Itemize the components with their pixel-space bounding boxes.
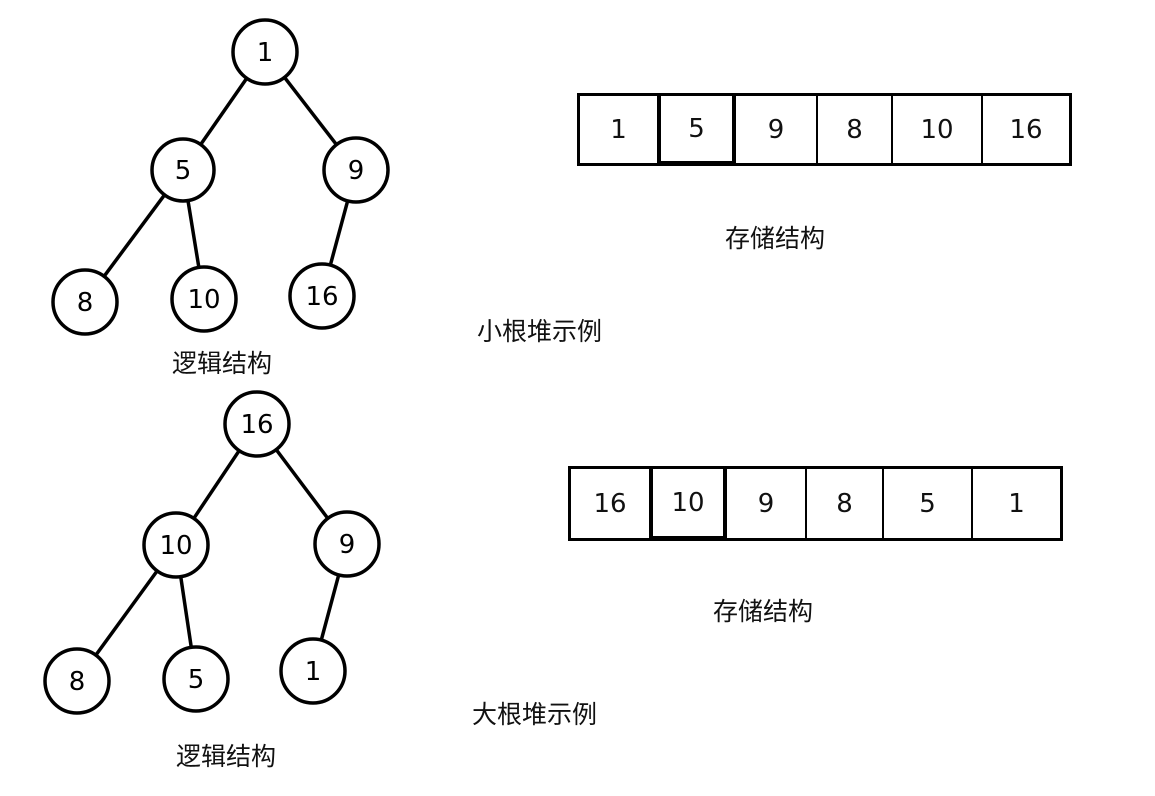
max-heap-node-value: 8 (69, 667, 86, 697)
min-heap-caption: 小根堆示例 (477, 317, 603, 346)
max-heap-node-1 (279, 637, 347, 705)
min-heap-array-cell: 9 (736, 96, 818, 163)
min-heap-node-value: 5 (175, 156, 192, 186)
max-heap-node-9 (313, 510, 381, 578)
min-heap-node-value: 16 (305, 282, 338, 312)
min-heap-logic-label: 逻辑结构 (172, 349, 273, 378)
min-heap-storage-label: 存储结构 (725, 224, 826, 253)
min-heap-node-8 (51, 268, 119, 336)
min-heap-array-cell: 5 (659, 96, 736, 163)
min-heap-node-16 (288, 262, 356, 330)
max-heap-array-cell: 10 (651, 469, 727, 538)
min-heap-node-9 (322, 136, 390, 204)
min-heap-array-cell: 16 (1009, 114, 1043, 145)
max-heap-node-value: 5 (188, 665, 205, 695)
max-heap-edge-16-9 (273, 446, 331, 522)
min-heap-edge-5-10 (185, 198, 201, 270)
max-heap-edge-16-10 (191, 447, 242, 522)
min-heap-edge-9-16 (328, 198, 350, 268)
min-heap-edge-1-5 (198, 75, 250, 148)
min-heap-edge-1-9 (281, 74, 340, 148)
min-heap-array-cell: 10 (893, 96, 983, 163)
max-heap-array-cell: 8 (807, 469, 884, 538)
max-heap-array-cell: 5 (884, 469, 973, 538)
min-heap-node-value: 8 (77, 288, 94, 318)
min-heap-node-value: 9 (348, 156, 365, 186)
max-heap-edge-10-5 (178, 574, 194, 650)
max-heap-caption: 大根堆示例 (472, 700, 598, 729)
min-heap-node-value: 1 (257, 38, 274, 68)
max-heap-storage-label: 存储结构 (713, 597, 814, 626)
max-heap-logic-label: 逻辑结构 (176, 742, 277, 771)
max-heap-array-cell: 9 (727, 469, 807, 538)
max-heap-node-value: 16 (240, 410, 273, 440)
min-heap-node-value: 10 (187, 285, 220, 315)
max-heap-node-value: 10 (159, 531, 192, 561)
max-heap-node-value: 1 (305, 657, 322, 687)
min-heap-node-10 (170, 265, 238, 333)
min-heap-node-5 (150, 137, 216, 203)
max-heap-edge-10-8 (93, 568, 160, 658)
max-heap-node-10 (142, 511, 210, 579)
max-heap-array-cell: 16 (571, 469, 651, 538)
min-heap-array-cell: 1 (580, 96, 659, 163)
max-heap-node-16 (223, 390, 291, 458)
min-heap-node-1 (231, 18, 299, 86)
max-heap-edge-9-1 (319, 572, 341, 643)
max-heap-node-value: 9 (339, 530, 356, 560)
max-heap-array-cell: 1 (1008, 488, 1025, 519)
min-heap-edge-5-8 (101, 192, 168, 279)
min-heap-array-cell: 8 (818, 96, 893, 163)
max-heap-node-8 (43, 647, 111, 715)
max-heap-node-5 (162, 645, 230, 713)
